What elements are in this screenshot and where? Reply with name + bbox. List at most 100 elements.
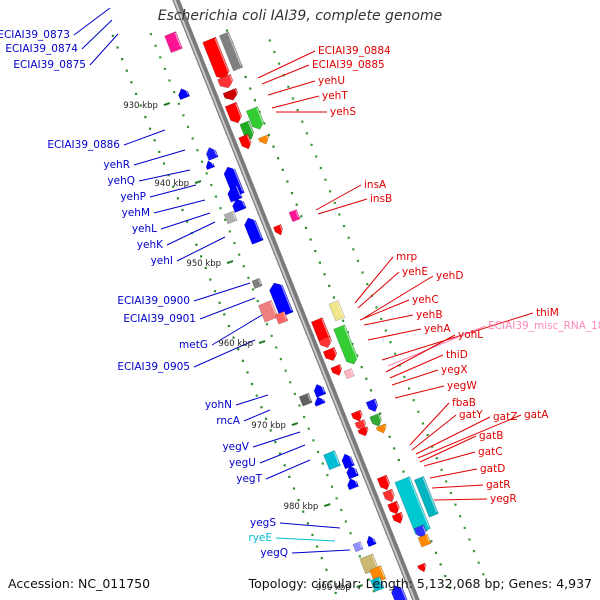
gene-feature[interactable]: [202, 36, 232, 81]
gene-label[interactable]: yegT: [236, 473, 262, 485]
gene-label[interactable]: yegW: [447, 380, 477, 392]
gene-feature[interactable]: [365, 534, 377, 548]
gene-label[interactable]: yehE: [402, 266, 428, 278]
gene-feature[interactable]: [318, 335, 334, 350]
gene-label[interactable]: insB: [370, 193, 392, 205]
gene-label[interactable]: rncA: [216, 415, 241, 427]
gene-label[interactable]: thiM: [536, 307, 559, 319]
gene-label[interactable]: gatB: [479, 430, 503, 442]
gene-label[interactable]: ECIAI39_0900: [117, 295, 190, 307]
gene-label[interactable]: yehB: [416, 309, 443, 321]
gene-label[interactable]: metG: [179, 339, 208, 351]
gene-feature[interactable]: [274, 310, 289, 325]
gene-feature[interactable]: [226, 185, 243, 203]
gene-feature[interactable]: [231, 197, 247, 213]
gene-label[interactable]: yehT: [322, 90, 348, 102]
gene-label[interactable]: fbaB: [452, 397, 476, 409]
gene-label[interactable]: ECIAI39_misc_RNA_18: [488, 320, 600, 332]
gene-feature[interactable]: [352, 541, 364, 553]
gene-feature[interactable]: [217, 73, 234, 90]
gene-feature[interactable]: [204, 159, 216, 171]
gene-label[interactable]: ECIAI39_0884: [318, 45, 391, 57]
gene-label[interactable]: gatA: [524, 409, 549, 421]
gene-label[interactable]: gatY: [459, 409, 483, 421]
gene-feature[interactable]: [272, 223, 284, 236]
gene-label[interactable]: yehQ: [107, 175, 135, 187]
gene-feature[interactable]: [288, 209, 301, 223]
gene-feature[interactable]: [313, 395, 326, 407]
gene-feature[interactable]: [382, 488, 397, 504]
gene-feature[interactable]: [394, 476, 431, 535]
gene-feature[interactable]: [346, 477, 360, 491]
gene-feature[interactable]: [413, 524, 428, 540]
gene-feature[interactable]: [369, 412, 384, 428]
gene-feature[interactable]: [391, 511, 405, 525]
gene-feature[interactable]: [343, 368, 355, 380]
gene-feature[interactable]: [340, 452, 355, 470]
gene-feature[interactable]: [387, 500, 402, 516]
gene-feature[interactable]: [417, 562, 427, 573]
gene-feature[interactable]: [365, 398, 380, 414]
gene-label[interactable]: yegV: [222, 441, 249, 453]
gene-feature[interactable]: [330, 363, 344, 377]
gene-feature[interactable]: [333, 324, 360, 367]
gene-label[interactable]: yehD: [436, 270, 463, 282]
gene-feature[interactable]: [390, 583, 410, 600]
gene-feature[interactable]: [350, 409, 364, 423]
gene-label[interactable]: ECIAI39_0886: [47, 139, 120, 151]
gene-label[interactable]: ECIAI39_0874: [5, 43, 78, 55]
gene-feature[interactable]: [328, 300, 346, 322]
gene-label[interactable]: ECIAI39_0885: [312, 59, 385, 71]
gene-label[interactable]: ECIAI39_0873: [0, 29, 70, 41]
gene-label[interactable]: ryeE: [248, 532, 272, 544]
gene-feature[interactable]: [354, 418, 368, 432]
gene-feature[interactable]: [245, 106, 265, 132]
gene-feature[interactable]: [345, 464, 360, 480]
gene-label[interactable]: gatZ: [493, 411, 517, 423]
gene-feature[interactable]: [251, 277, 263, 289]
gene-feature[interactable]: [223, 210, 238, 225]
gene-label[interactable]: yehI: [151, 255, 173, 267]
gene-label[interactable]: yegX: [441, 364, 468, 376]
gene-feature[interactable]: [204, 146, 219, 161]
gene-feature[interactable]: [239, 120, 256, 141]
gene-label[interactable]: yehL: [132, 223, 157, 235]
gene-label[interactable]: ECIAI39_0905: [117, 361, 190, 373]
gene-label[interactable]: thiD: [446, 349, 468, 361]
gene-label[interactable]: yehM: [122, 207, 150, 219]
gene-feature[interactable]: [177, 87, 191, 101]
gene-label[interactable]: yehU: [318, 75, 345, 87]
gene-feature[interactable]: [224, 101, 244, 125]
gene-feature[interactable]: [417, 533, 432, 548]
gene-feature[interactable]: [298, 392, 313, 407]
gene-label[interactable]: ECIAI39_0901: [123, 313, 196, 325]
gene-label[interactable]: yohN: [205, 399, 232, 411]
gene-feature[interactable]: [376, 474, 391, 492]
gene-feature[interactable]: [243, 216, 264, 245]
gene-label[interactable]: yehP: [120, 191, 146, 203]
gene-label[interactable]: yohL: [458, 329, 483, 341]
gene-label[interactable]: insA: [364, 179, 387, 191]
gene-feature[interactable]: [218, 31, 244, 72]
gene-feature[interactable]: [370, 576, 385, 593]
gene-label[interactable]: yegQ: [260, 547, 288, 559]
gene-label[interactable]: gatR: [486, 479, 511, 491]
gene-feature[interactable]: [357, 426, 370, 438]
gene-feature[interactable]: [375, 423, 388, 435]
gene-label[interactable]: yehC: [412, 294, 439, 306]
gene-feature[interactable]: [238, 133, 253, 151]
gene-feature[interactable]: [257, 134, 270, 146]
gene-feature[interactable]: [222, 87, 240, 102]
gene-label[interactable]: yehR: [103, 159, 130, 171]
gene-label[interactable]: yehK: [137, 239, 164, 251]
gene-feature[interactable]: [323, 450, 342, 471]
gene-label[interactable]: ECIAI39_0875: [13, 59, 86, 71]
gene-feature[interactable]: [413, 475, 439, 518]
gene-label[interactable]: mrp: [396, 251, 418, 263]
gene-label[interactable]: yegU: [229, 457, 256, 469]
gene-label[interactable]: yehA: [424, 323, 451, 335]
gene-label[interactable]: yegS: [250, 517, 276, 529]
gene-label[interactable]: yehS: [330, 106, 356, 118]
gene-feature[interactable]: [164, 31, 183, 54]
gene-feature[interactable]: [312, 383, 327, 398]
